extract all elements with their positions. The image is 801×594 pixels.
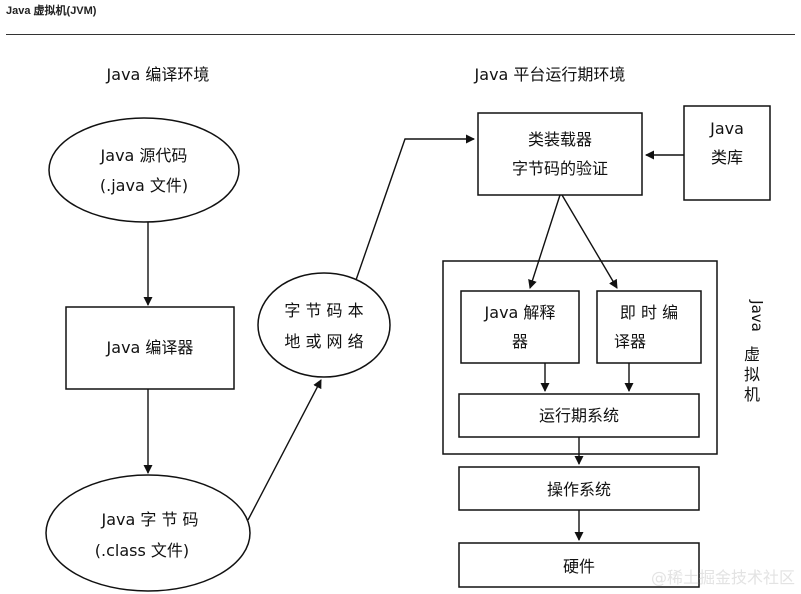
jvm-label-xu: 虚 bbox=[744, 345, 760, 364]
jit-compiler-label-1: 即 时 编 bbox=[620, 303, 678, 322]
title-divider bbox=[6, 34, 795, 35]
jvm-label-ji: 机 bbox=[744, 385, 760, 404]
arrow-network-to-loader bbox=[355, 134, 475, 281]
interpreter-box bbox=[460, 290, 580, 364]
interpreter-label-1: Java 解释 bbox=[484, 303, 556, 322]
watermark-text: @稀土掘金技术社区 bbox=[650, 568, 795, 587]
bytecode-file-label: (.class 文件) bbox=[95, 541, 189, 560]
java-library-box bbox=[683, 105, 771, 201]
arrow-loader-to-interpreter bbox=[528, 194, 561, 289]
source-code-ellipse bbox=[48, 117, 240, 223]
source-code-file-label: (.java 文件) bbox=[100, 176, 188, 195]
page-title: Java 虚拟机(JVM) bbox=[6, 5, 97, 17]
local-or-network-ellipse bbox=[257, 272, 391, 378]
class-loader-box bbox=[477, 112, 643, 196]
jit-compiler-label-2: 译器 bbox=[614, 332, 646, 351]
jvm-container bbox=[442, 260, 718, 455]
jit-compiler-box bbox=[596, 290, 702, 364]
local-or-network-label-2: 地 或 网 络 bbox=[284, 332, 363, 351]
arrow-bytecode-to-network bbox=[247, 379, 322, 521]
class-loader-label: 类装载器 bbox=[528, 130, 592, 149]
jvm-label-ni: 拟 bbox=[744, 365, 760, 384]
local-or-network-label-1: 字 节 码 本 bbox=[284, 301, 363, 320]
bytecode-ellipse bbox=[45, 474, 251, 592]
compile-env-heading: Java 编译环境 bbox=[106, 65, 210, 84]
compiler-box bbox=[65, 306, 235, 390]
arrow-loader-to-jit bbox=[561, 194, 618, 289]
runtime-system-label: 运行期系统 bbox=[539, 406, 619, 425]
operating-system-label: 操作系统 bbox=[547, 480, 611, 499]
source-code-label: Java 源代码 bbox=[100, 146, 188, 165]
jvm-label-java: Java bbox=[748, 299, 766, 332]
java-library-label-1: Java bbox=[709, 119, 744, 138]
java-library-label-2: 类库 bbox=[711, 148, 743, 167]
runtime-env-heading: Java 平台运行期环境 bbox=[474, 65, 626, 84]
hardware-label: 硬件 bbox=[563, 557, 595, 576]
bytecode-verify-label: 字节码的验证 bbox=[512, 159, 608, 178]
interpreter-label-2: 器 bbox=[512, 332, 528, 351]
bytecode-label: Java 字 节 码 bbox=[100, 510, 198, 529]
compiler-label: Java 编译器 bbox=[106, 338, 194, 357]
hardware-box bbox=[458, 542, 700, 588]
